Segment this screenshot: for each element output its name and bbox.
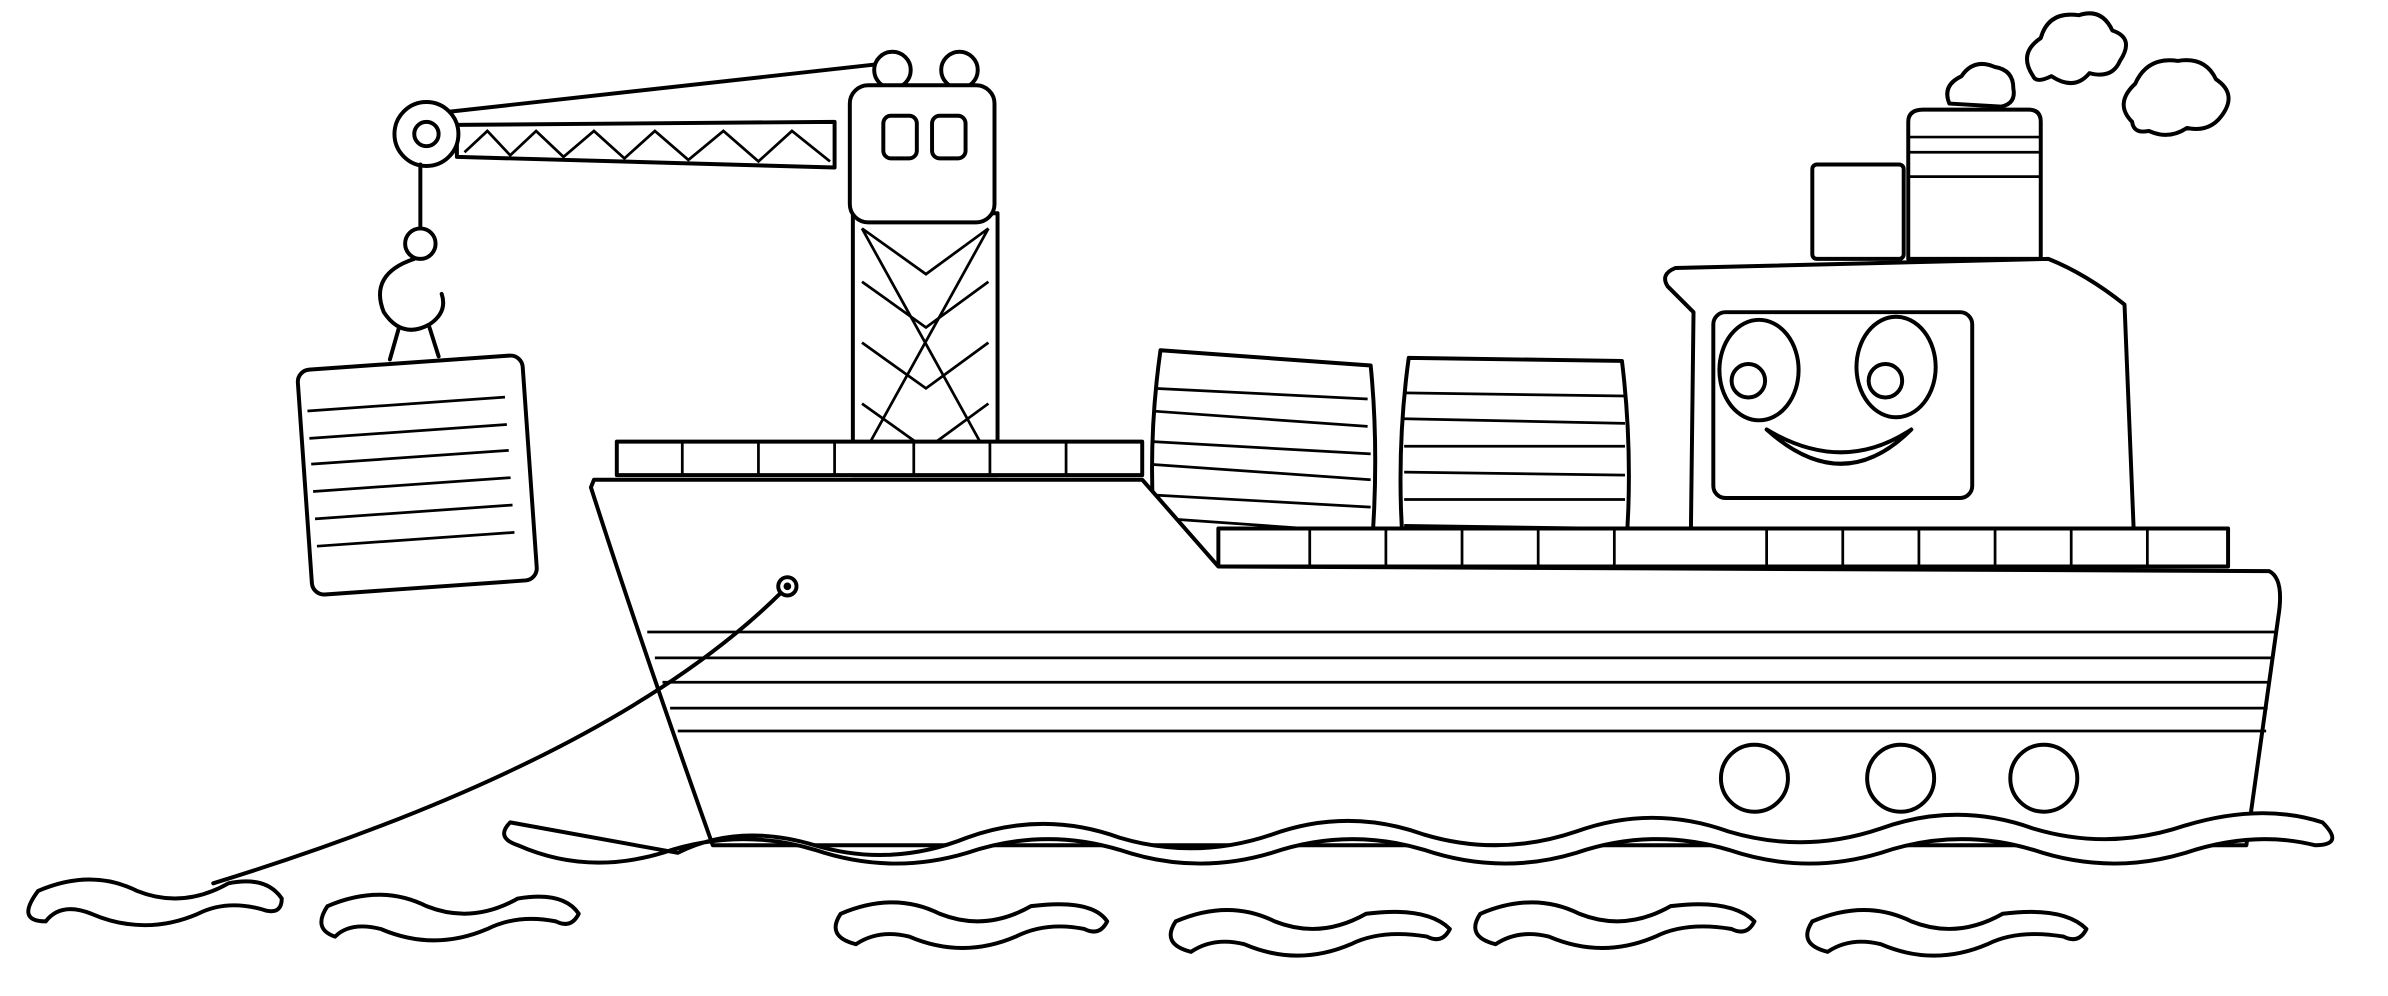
line-art-stroke <box>1854 314 1938 420</box>
line-art-stroke <box>1404 417 1626 425</box>
line-art-stroke <box>1152 493 1371 509</box>
line-art-stroke <box>1404 470 1626 477</box>
line-art-stroke <box>319 892 581 943</box>
line-art-stroke <box>1404 391 1626 398</box>
line-art-stroke <box>295 353 539 597</box>
porthole <box>1718 742 1790 814</box>
front-railing <box>614 439 1145 478</box>
line-art-stroke <box>680 441 1068 476</box>
anchor-rope <box>211 591 782 886</box>
line-art-stroke <box>783 582 792 591</box>
line-art-stroke <box>1729 362 1768 400</box>
line-art-stroke <box>1764 427 1914 466</box>
line-art-stroke <box>387 325 402 362</box>
line-art-stroke <box>1154 386 1368 401</box>
line-art-stroke <box>588 477 2283 848</box>
line-art-stroke <box>1168 908 1452 958</box>
line-art-stroke <box>1906 107 2043 261</box>
line-art-stroke <box>1152 440 1371 456</box>
smiling-cabin <box>1663 256 2138 569</box>
line-art-stroke <box>311 448 509 466</box>
porthole <box>1865 742 1937 814</box>
line-art-stroke <box>427 325 441 359</box>
hanging-container <box>295 353 539 597</box>
line-art-stroke <box>1866 362 1905 400</box>
line-art-stroke <box>316 531 515 548</box>
container-2 <box>1398 355 1631 566</box>
line-art-stroke <box>2025 11 2128 85</box>
deck-containers <box>1150 348 1631 566</box>
line-art-stroke <box>1308 528 2149 567</box>
line-art-stroke <box>647 630 2277 733</box>
smoke-clouds <box>1945 11 2231 137</box>
line-art-stroke <box>881 113 919 161</box>
line-art-stroke <box>412 119 441 149</box>
line-art-stroke <box>313 476 511 493</box>
line-art-stroke <box>1152 463 1371 482</box>
rear-railing <box>1216 526 2231 569</box>
hook-icon <box>378 256 446 332</box>
line-art-stroke <box>1154 409 1368 428</box>
line-art-stroke <box>1945 62 2016 109</box>
line-art-stroke <box>424 61 883 117</box>
porthole <box>2008 742 2080 814</box>
line-art-stroke <box>1717 317 1801 423</box>
line-art-stroke <box>309 423 507 440</box>
line-art-stroke <box>463 129 831 164</box>
line-art-stroke <box>930 113 968 161</box>
line-art-stroke <box>2121 58 2231 137</box>
line-art-stroke <box>776 575 799 598</box>
line-art-stroke <box>860 227 990 458</box>
line-art-stroke <box>1473 900 1757 950</box>
cabin-window-face <box>1711 310 1975 500</box>
line-art-stroke <box>1805 908 2089 958</box>
line-art-stroke <box>314 503 513 521</box>
chimneys <box>1810 107 2043 261</box>
line-art-stroke <box>872 49 913 91</box>
line-art-stroke <box>307 395 506 413</box>
line-art-stroke <box>502 811 2335 866</box>
crane-cab <box>847 83 997 225</box>
line-art-stroke <box>392 100 461 168</box>
line-art-stroke <box>939 49 980 91</box>
line-art-stroke <box>833 900 1110 950</box>
line-art-stroke <box>26 877 284 928</box>
line-art-stroke <box>1810 162 1906 261</box>
waves <box>26 811 2335 958</box>
container-1 <box>1150 348 1378 566</box>
line-art-stroke <box>403 226 438 261</box>
crane <box>378 49 1000 478</box>
ship-hull <box>588 439 2283 848</box>
